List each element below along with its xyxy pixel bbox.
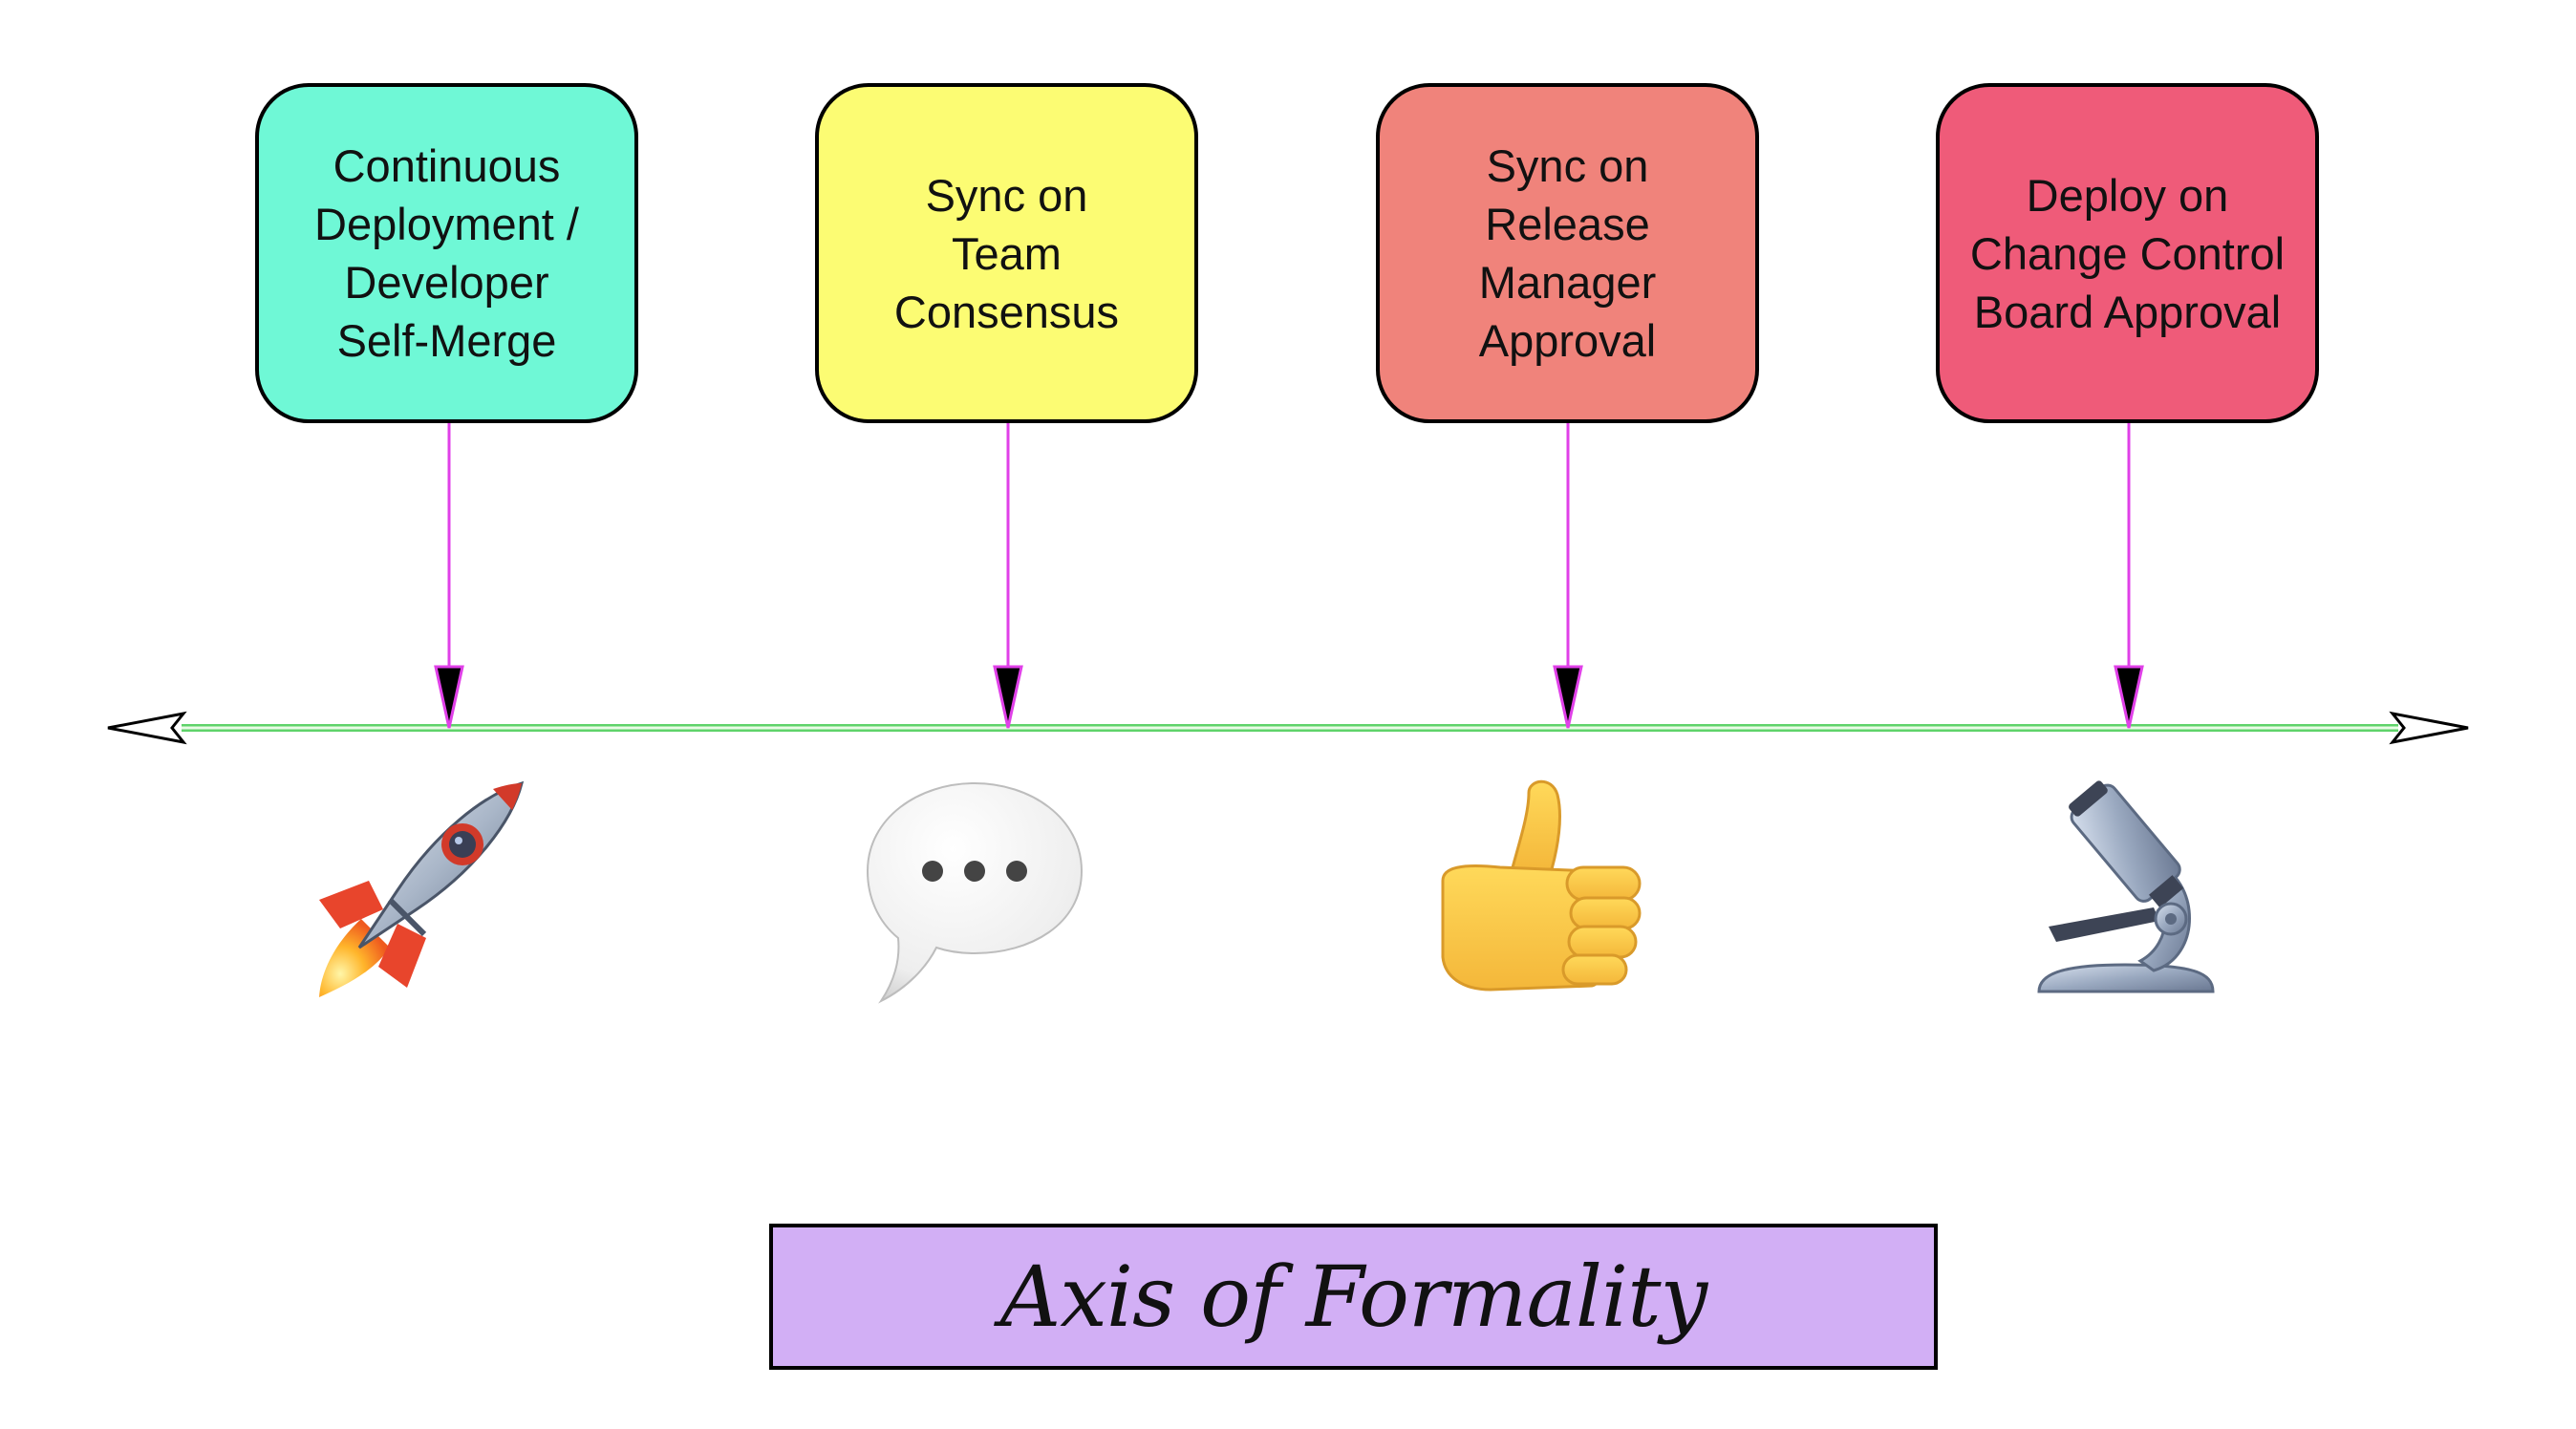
connector-2 — [993, 423, 1023, 729]
axis-title-box: Axis of Formality — [769, 1224, 1938, 1370]
node-label: Deploy on Change Control Board Approval — [1969, 169, 2286, 337]
microscope-icon — [2037, 780, 2215, 993]
node-label: Continuous Deployment / Developer Self-M… — [314, 140, 579, 366]
node-team-consensus: Sync on Team Consensus — [815, 83, 1198, 423]
axis-title: Axis of Formality — [999, 1248, 1708, 1346]
node-label: Sync on Team Consensus — [893, 169, 1120, 337]
connector-4 — [2114, 423, 2144, 729]
thumbs-up-icon — [1441, 779, 1642, 992]
connector-3 — [1553, 423, 1583, 729]
node-change-control-board: Deploy on Change Control Board Approval — [1936, 83, 2319, 423]
node-release-manager-approval: Sync on Release Manager Approval — [1376, 83, 1759, 423]
node-continuous-deployment: Continuous Deployment / Developer Self-M… — [255, 83, 638, 423]
formality-axis — [107, 711, 2469, 745]
axis-right-arrowhead — [2389, 711, 2469, 745]
connector-1 — [434, 423, 464, 729]
rocket-icon — [319, 780, 525, 997]
axis-left-arrowhead — [107, 711, 187, 745]
node-label: Sync on Release Manager Approval — [1478, 140, 1657, 366]
speech-bubble-icon — [866, 781, 1084, 1004]
